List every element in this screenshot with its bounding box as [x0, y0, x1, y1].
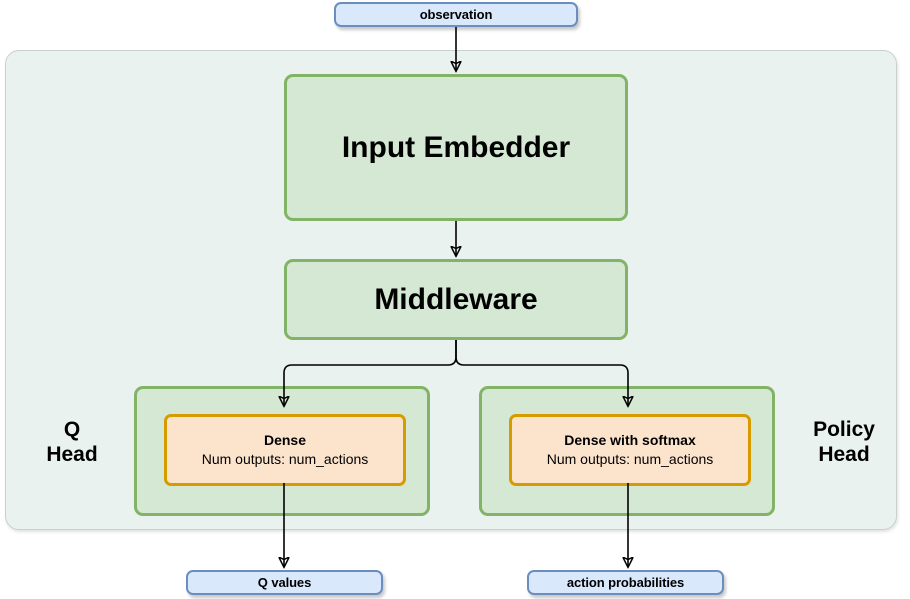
policy-dense-subtitle: Num outputs: num_actions	[546, 450, 714, 467]
middleware-label: Middleware	[374, 282, 538, 316]
action-probabilities-box[interactable]: action probabilities	[527, 570, 724, 595]
input-embedder-label: Input Embedder	[341, 130, 571, 164]
input-embedder-box[interactable]: Input Embedder	[284, 74, 628, 221]
action-probabilities-label: action probabilities	[566, 575, 685, 590]
middleware-box[interactable]: Middleware	[284, 259, 628, 340]
q-head-caption: Q Head	[46, 418, 98, 466]
policy-head-group[interactable]: Dense with softmax Num outputs: num_acti…	[479, 386, 775, 516]
policy-dense-box[interactable]: Dense with softmax Num outputs: num_acti…	[509, 414, 751, 486]
observation-box[interactable]: observation	[334, 2, 578, 27]
policy-dense-title: Dense with softmax	[564, 432, 696, 449]
q-dense-box[interactable]: Dense Num outputs: num_actions	[164, 414, 406, 486]
q-dense-title: Dense	[263, 432, 307, 449]
policy-head-caption: Policy Head	[813, 418, 875, 466]
q-dense-subtitle: Num outputs: num_actions	[201, 450, 369, 467]
q-head-group[interactable]: Dense Num outputs: num_actions	[134, 386, 430, 516]
q-values-box[interactable]: Q values	[186, 570, 383, 595]
q-values-label: Q values	[257, 575, 312, 590]
observation-label: observation	[419, 7, 493, 22]
